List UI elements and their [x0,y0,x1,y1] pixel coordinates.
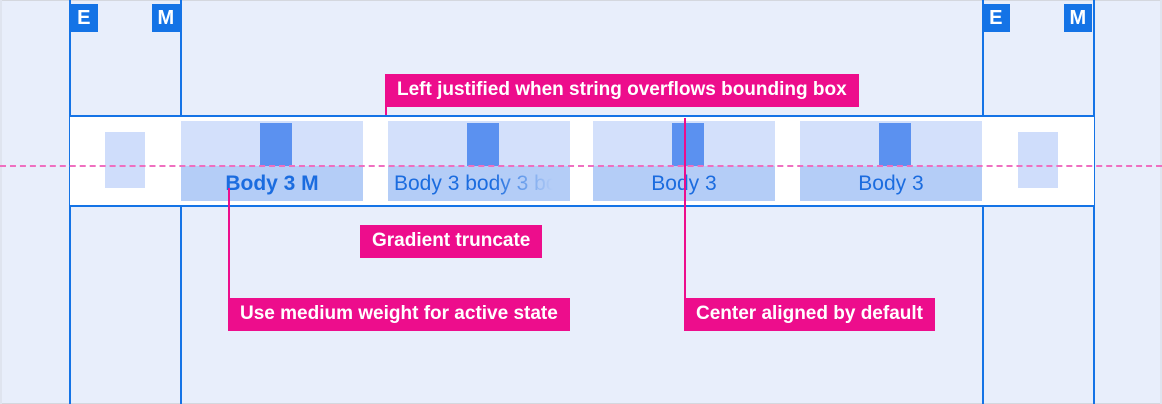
tab-label-4: Body 3 [858,172,924,195]
leader-line-medium-weight [228,188,230,300]
end-placeholder-right [1018,132,1058,188]
square-icon [672,123,704,166]
square-icon [467,123,499,166]
tab-icon-area-2 [388,121,570,166]
tab-icon-area-1 [181,121,363,166]
frame-line-top [0,0,1162,1]
leader-line-center-aligned [684,118,686,300]
annotation-gradient-truncate: Gradient truncate [360,225,543,258]
square-icon [879,123,911,166]
tab-item-1[interactable]: Body 3 M [181,121,363,201]
spec-chip-edge-right: E [982,4,1010,32]
tab-icon-area-4 [800,121,982,166]
annotation-medium-weight: Use medium weight for active state [228,298,570,331]
tab-item-2[interactable]: Body 3 body 3 body 3 [388,121,570,201]
tab-label-area-4: Body 3 [800,166,982,201]
tab-item-4[interactable]: Body 3 [800,121,982,201]
end-placeholder-left [105,132,145,188]
center-alignment-guide [0,165,1162,167]
edge-shade-left [0,0,2,404]
spec-chip-margin-left: M [152,4,180,32]
annotation-left-justified: Left justified when string overflows bou… [385,74,859,107]
tab-label-area-2: Body 3 body 3 body 3 [388,166,570,201]
annotation-center-aligned: Center aligned by default [684,298,935,331]
square-icon [260,123,292,166]
tab-label-area-1: Body 3 M [181,166,363,201]
vertical-guide-4 [1093,0,1095,404]
spec-chip-edge-left: E [70,4,98,32]
spec-chip-edge-far-right: M [1064,4,1092,32]
tab-label-1: Body 3 M [225,172,319,195]
tab-label-2: Body 3 body 3 body 3 [394,172,570,195]
edge-shade-right [1160,0,1162,404]
tab-label-3: Body 3 [651,172,717,195]
